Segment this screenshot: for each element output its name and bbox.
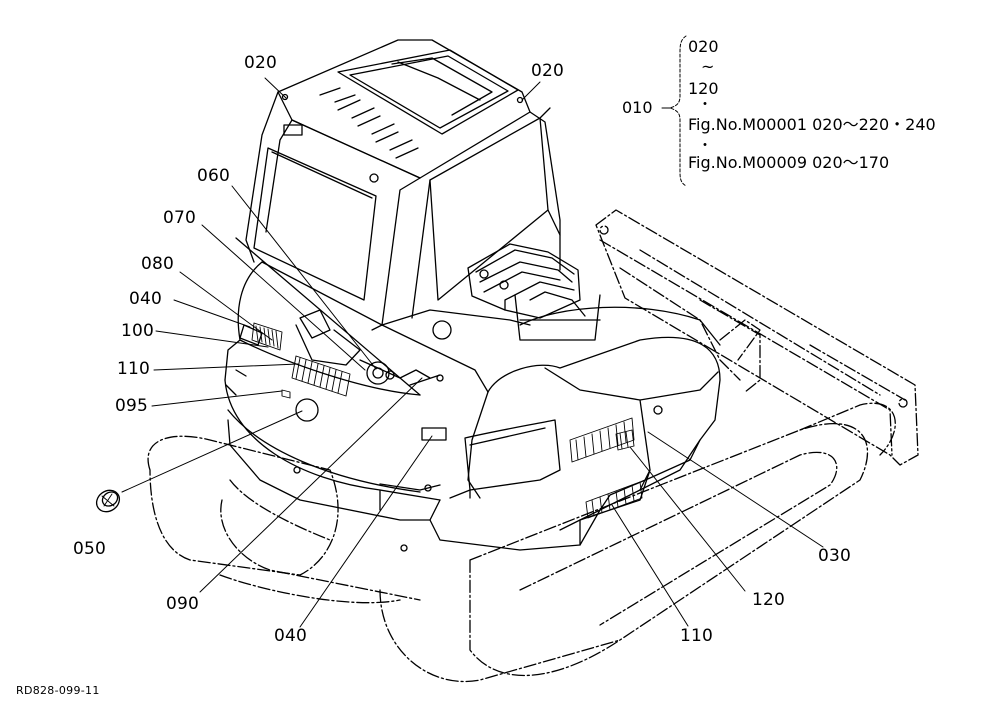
cab-body: [235, 91, 561, 396]
callout-095: 095: [115, 396, 149, 416]
callout-120: 120: [752, 590, 786, 610]
crawler-tracks: [147, 402, 896, 683]
upper-structure: [224, 261, 721, 552]
assembly-number: 010: [622, 98, 653, 117]
operator-seat: [467, 243, 601, 341]
callout-090: 090: [166, 594, 200, 614]
callout-020-left: 020: [244, 53, 278, 73]
callout-050: 050: [73, 539, 107, 559]
callout-110-left: 110: [117, 359, 151, 379]
cab-roof: [277, 39, 531, 183]
range-start: 020: [688, 37, 719, 56]
leader-lines: [121, 77, 824, 628]
bullet-2: ・: [698, 138, 712, 154]
callout-030: 030: [818, 546, 852, 566]
callout-020-right: 020: [531, 61, 565, 81]
reference-bracket: [661, 35, 687, 187]
callout-060: 060: [197, 166, 231, 186]
callout-040-bottom: 040: [274, 626, 308, 646]
callout-080: 080: [141, 254, 175, 274]
hatched-decals: [251, 322, 643, 519]
bullet-1: ・: [698, 97, 712, 113]
callout-100: 100: [121, 321, 155, 341]
range-end: 120: [688, 79, 719, 98]
drawing-code: RD828-099-11: [16, 684, 100, 697]
figure-ref-2: Fig.No.M00009 020～170: [688, 153, 890, 172]
callout-040-left: 040: [129, 289, 163, 309]
range-tilde: ~: [701, 57, 715, 76]
callout-070: 070: [163, 208, 197, 228]
dozer-blade: [595, 209, 919, 466]
part-050-cap: [95, 489, 121, 513]
figure-ref-1: Fig.No.M00001 020～220・240: [688, 115, 936, 134]
callout-110-bottom: 110: [680, 626, 714, 646]
